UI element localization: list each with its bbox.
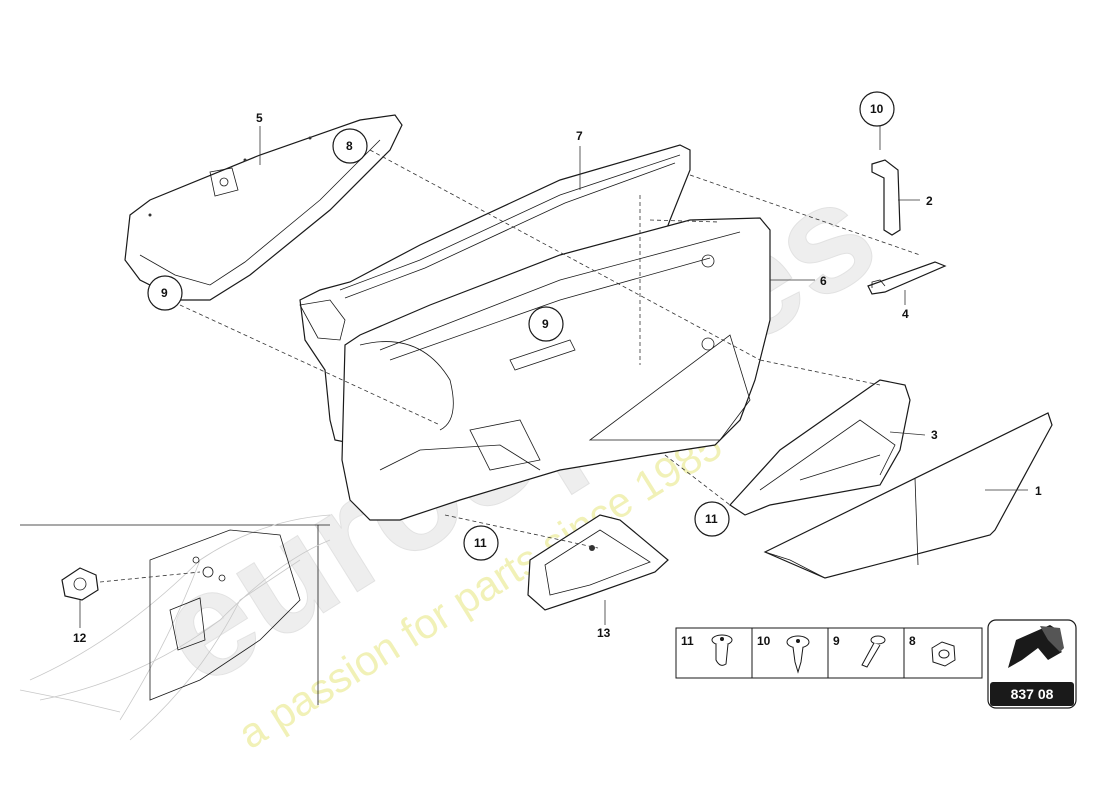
callout-9b: 9 (542, 317, 549, 331)
arrow-icon (1008, 625, 1064, 668)
flange-bolt-icon (711, 634, 733, 666)
grommet (61, 567, 99, 601)
diagram-badge: 837 08 (987, 619, 1077, 709)
car-body-outline (19, 514, 331, 741)
badge-label: 837 08 (1011, 686, 1054, 702)
flange-screw-icon (786, 635, 810, 674)
callout-13: 13 (597, 626, 611, 640)
assembly-lines (99, 149, 921, 583)
fastener-legend: 11 10 9 8 (675, 627, 983, 679)
callout-4: 4 (902, 307, 909, 321)
upper-trim-panel (124, 114, 403, 301)
callout-5: 5 (256, 111, 263, 125)
callout-8: 8 (346, 139, 353, 153)
callout-3: 3 (931, 428, 938, 442)
legend-label-11: 11 (681, 634, 694, 648)
lower-trim (729, 379, 911, 516)
strap (871, 159, 901, 236)
legend-label-8: 8 (909, 634, 916, 648)
legend-label-9: 9 (833, 634, 840, 648)
callouts: 1 2 3 4 5 6 7 8 9 9 10 11 11 12 13 (73, 91, 1042, 645)
screw-icon (861, 635, 886, 668)
callout-11b: 11 (705, 512, 718, 526)
legend-label-10: 10 (757, 634, 771, 648)
leader-lines (79, 124, 1028, 628)
door-inner-panel (341, 217, 771, 521)
hex-nut-icon (931, 641, 956, 667)
callout-10: 10 (870, 102, 884, 116)
callout-12: 12 (73, 631, 87, 645)
callout-11a: 11 (474, 536, 487, 550)
outer-panel (763, 412, 1053, 579)
callout-2: 2 (926, 194, 933, 208)
callout-9a: 9 (161, 286, 168, 300)
callout-6: 6 (820, 274, 827, 288)
bracket (867, 261, 947, 295)
callout-7: 7 (576, 129, 583, 143)
callout-1: 1 (1035, 484, 1042, 498)
handle-surround (527, 514, 669, 611)
